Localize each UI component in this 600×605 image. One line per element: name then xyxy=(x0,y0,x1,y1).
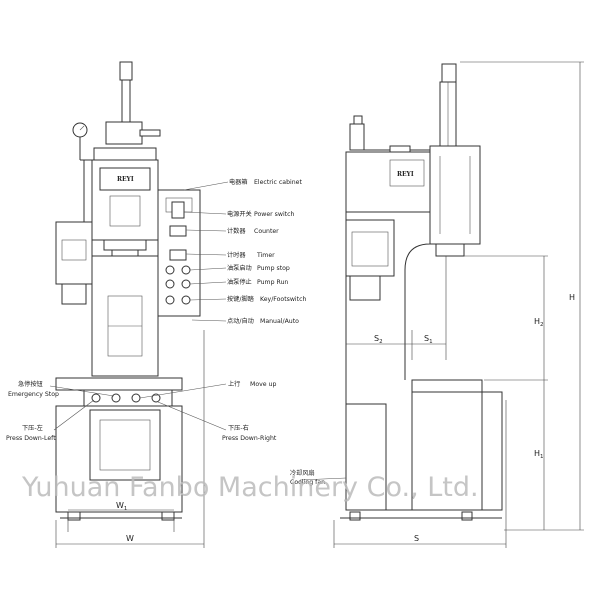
emergency-stop-button xyxy=(111,393,121,403)
label-cooling-fan-en: Cooling fan xyxy=(290,479,325,486)
ram-tip xyxy=(111,249,139,257)
front-view: REYI REYI xyxy=(55,61,205,548)
label-emergency-stop-en: Emergency Stop xyxy=(8,391,59,398)
front-cylinder-top xyxy=(119,61,133,81)
dim-s1: S1 xyxy=(424,334,433,345)
label-timer-cn: 计时器 xyxy=(227,251,246,259)
label-manual-auto-en: Manual/Auto xyxy=(260,318,299,325)
side-ram xyxy=(435,243,465,257)
front-logo: REYI xyxy=(117,176,134,183)
label-power-switch-en: Power switch xyxy=(254,211,295,218)
pump-run-button xyxy=(181,265,191,275)
side-base-left xyxy=(345,403,387,511)
head-window xyxy=(109,195,141,227)
valve-handle xyxy=(139,129,161,137)
power-switch-knob xyxy=(171,201,185,219)
label-press-down-right-cn: 下压-右 xyxy=(228,424,249,432)
side-fan-housing xyxy=(481,391,503,511)
side-nameplate xyxy=(389,159,425,187)
ram xyxy=(103,239,147,251)
cab-button-3 xyxy=(165,279,175,289)
foot-right xyxy=(161,511,175,521)
side-table xyxy=(411,379,483,393)
motor-fins xyxy=(61,239,87,261)
dim-h: H xyxy=(569,293,575,302)
label-press-down-left-en: Press Down-Left xyxy=(6,435,56,442)
label-emergency-stop-cn: 急停按钮 xyxy=(18,380,43,388)
side-cylinder-top xyxy=(441,63,457,83)
press-head-top xyxy=(93,147,157,161)
side-valve xyxy=(349,123,365,151)
cooling-fan-leader xyxy=(299,477,347,481)
watermark: Yuhuan Fanbo Machinery Co., Ltd. xyxy=(21,472,479,503)
side-head xyxy=(429,145,481,245)
side-pipe-fitting xyxy=(389,145,411,153)
control-bar-top xyxy=(55,377,183,391)
side-logo: REYI xyxy=(397,171,414,178)
label-manual-auto-cn: 点动/自动 xyxy=(227,317,254,325)
side-base-right xyxy=(411,391,483,511)
front-callouts: 电器箱 Electric cabinet 电源开关 Power switch 计… xyxy=(6,178,306,442)
pump-stop-button xyxy=(165,265,175,275)
label-counter-cn: 计数器 xyxy=(227,227,246,235)
label-electric-cabinet-cn: 电器箱 xyxy=(229,178,248,186)
side-pump xyxy=(349,275,381,301)
label-key-footswitch-en: Key/Footswitch xyxy=(260,296,306,303)
move-up-button xyxy=(131,393,141,403)
counter-display xyxy=(169,225,187,237)
label-counter-en: Counter xyxy=(254,228,279,235)
motor xyxy=(55,221,93,285)
label-pump-stop-en: Pump stop xyxy=(257,265,290,272)
dim-h1: H1 xyxy=(534,449,544,460)
timer-display xyxy=(169,249,187,261)
side-view: REYI 冷却风扇 Cooling fan S2 S1 S H xyxy=(290,61,584,548)
label-pump-run-cn: 油泵停止 xyxy=(227,278,252,286)
side-motor xyxy=(345,219,395,277)
pump xyxy=(61,283,87,305)
label-pump-run-en: Pump Run xyxy=(257,279,288,286)
press-head-plate xyxy=(99,167,151,191)
label-press-down-right-en: Press Down-Right xyxy=(222,435,277,442)
label-move-up-cn: 上行 xyxy=(228,380,240,388)
label-timer-en: Timer xyxy=(256,252,275,259)
label-move-up-en: Move up xyxy=(250,381,276,388)
label-cooling-fan-cn: 冷却风扇 xyxy=(290,469,315,477)
dim-w1: W1 xyxy=(116,501,127,512)
label-power-switch-cn: 电源开关 xyxy=(227,210,252,218)
side-body-plate xyxy=(345,151,431,213)
cab-button-4 xyxy=(181,279,191,289)
dim-h2: H2 xyxy=(534,317,544,328)
key-footswitch-selector xyxy=(165,295,175,305)
label-key-footswitch-cn: 按键/脚踏 xyxy=(227,295,255,303)
foot-left xyxy=(67,511,81,521)
press-column xyxy=(91,255,159,377)
dim-s: S xyxy=(414,534,419,543)
label-pump-stop-cn: 油泵启动 xyxy=(227,264,252,272)
dim-s2: S2 xyxy=(374,334,383,345)
label-press-down-left-cn: 下压-左 xyxy=(22,424,43,432)
dim-w: W xyxy=(126,534,134,543)
valve-block xyxy=(105,121,143,145)
manual-auto-selector xyxy=(181,295,191,305)
label-electric-cabinet-en: Electric cabinet xyxy=(254,179,302,186)
